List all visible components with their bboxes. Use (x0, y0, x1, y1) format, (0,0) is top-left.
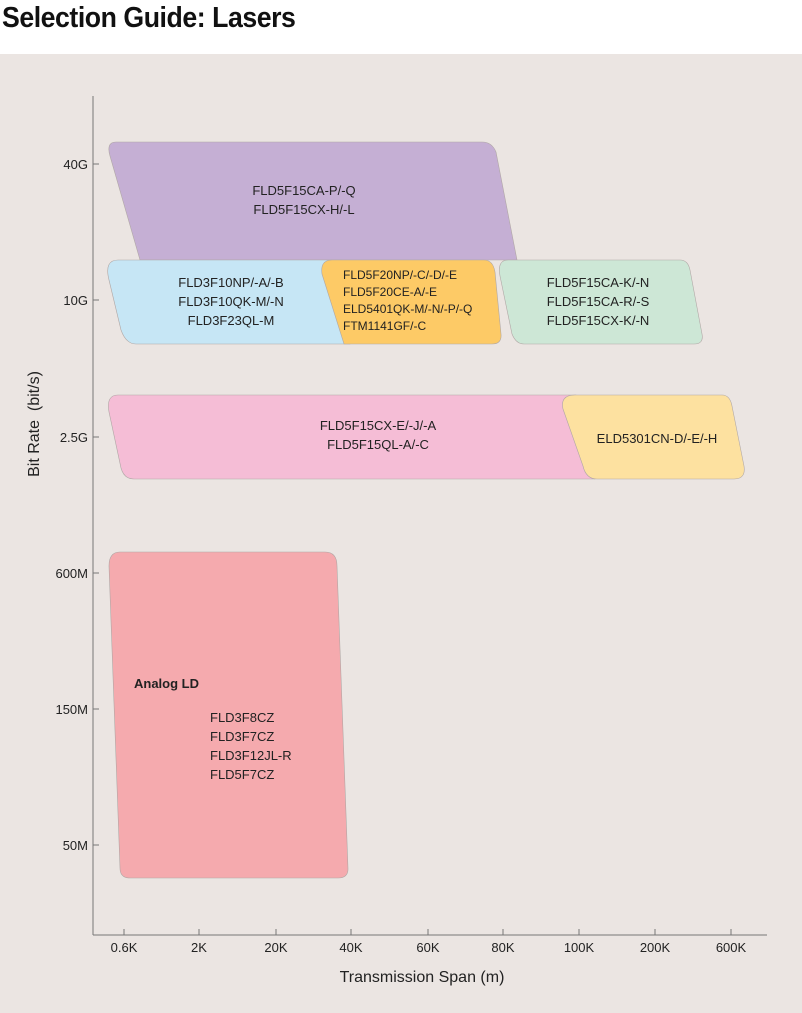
x-axis-label: Transmission Span (m) (340, 969, 505, 986)
part-number-label: FLD5F15CA-P/-Q (252, 183, 355, 198)
region-10g-short: FLD3F10NP/-A/-B FLD3F10QK-M/-N FLD3F23QL-M (107, 259, 351, 345)
part-number-label: FTM1141GF/-C (343, 319, 426, 333)
part-number-label: FLD5F15CX-E/-J/-A (320, 418, 437, 433)
part-number-label: ELD5301CN-D/-E/-H (597, 431, 718, 446)
part-number-label: FLD3F12JL-R (210, 748, 292, 763)
y-tick-label: 2.5G (60, 430, 88, 445)
y-tick-label: 10G (63, 293, 88, 308)
x-tick-label: 100K (564, 940, 595, 955)
region-shape (107, 259, 351, 345)
x-tick-label: 60K (416, 940, 439, 955)
part-number-label: FLD5F15CX-K/-N (547, 313, 650, 328)
part-number-label: ELD5401QK-M/-N/-P/-Q (343, 302, 472, 316)
x-tick-label: 40K (339, 940, 362, 955)
region-2.5g: FLD5F15CX-E/-J/-A FLD5F15QL-A/-C (108, 394, 596, 480)
part-number-label: FLD5F15QL-A/-C (327, 437, 429, 452)
region-analog: Analog LD FLD3F8CZ FLD3F7CZ FLD3F12JL-R FLD5… (108, 551, 349, 879)
part-number-label: FLD3F7CZ (210, 729, 274, 744)
y-tick-label: 150M (55, 702, 88, 717)
y-tick-label: 40G (63, 157, 88, 172)
page-title: Selection Guide: Lasers (2, 2, 296, 34)
region-shape (108, 394, 596, 480)
region-shape (321, 259, 502, 345)
part-number-label: FLD5F20CE-A/-E (343, 285, 437, 299)
region-shape (562, 394, 745, 480)
part-number-label: FLD3F23QL-M (188, 313, 275, 328)
region-40g: FLD5F15CA-P/-Q FLD5F15CX-H/-L (108, 141, 518, 261)
part-number-label: FLD3F10NP/-A/-B (178, 275, 283, 290)
x-tick-label: 80K (491, 940, 514, 955)
part-number-label: FLD3F10QK-M/-N (178, 294, 283, 309)
part-number-label: FLD5F20NP/-C/-D/-E (343, 268, 457, 282)
x-tick-label: 20K (264, 940, 287, 955)
x-tick-label: 600K (716, 940, 747, 955)
y-axis-label: Bit Rate (bit/s) (26, 371, 43, 477)
region-10g-mid: FLD5F20NP/-C/-D/-E FLD5F20CE-A/-E ELD5401Q… (321, 259, 502, 345)
part-number-label: FLD5F15CA-K/-N (547, 275, 650, 290)
x-tick-label: 200K (640, 940, 671, 955)
y-tick-label: 50M (63, 838, 88, 853)
region-10g-long: FLD5F15CA-K/-N FLD5F15CA-R/-S FLD5F15CX-K/… (499, 259, 703, 345)
part-number-label: FLD3F8CZ (210, 710, 274, 725)
x-tick-label: 0.6K (111, 940, 138, 955)
x-tick-label: 2K (191, 940, 207, 955)
part-number-label: FLD5F7CZ (210, 767, 274, 782)
chart-panel: FLD5F15CA-P/-Q FLD5F15CX-H/-L FLD3F10NP/-A… (0, 54, 802, 1013)
regions-layer: FLD5F15CA-P/-Q FLD5F15CX-H/-L FLD3F10NP/-A… (107, 141, 745, 879)
region-2.5g-long: ELD5301CN-D/-E/-H (562, 394, 745, 480)
ticks-layer: 0.6K 2K 20K 40K 60K 80K 100K 200K 600K 40G 10G 2.5G… (55, 157, 746, 955)
region-shape (499, 259, 703, 345)
region-shape (108, 141, 518, 261)
region-shape (108, 551, 349, 879)
part-number-label: FLD5F15CX-H/-L (253, 202, 354, 217)
region-heading: Analog LD (134, 676, 199, 691)
y-tick-label: 600M (55, 566, 88, 581)
part-number-label: FLD5F15CA-R/-S (547, 294, 650, 309)
selection-chart: FLD5F15CA-P/-Q FLD5F15CX-H/-L FLD3F10NP/-A… (26, 96, 767, 986)
